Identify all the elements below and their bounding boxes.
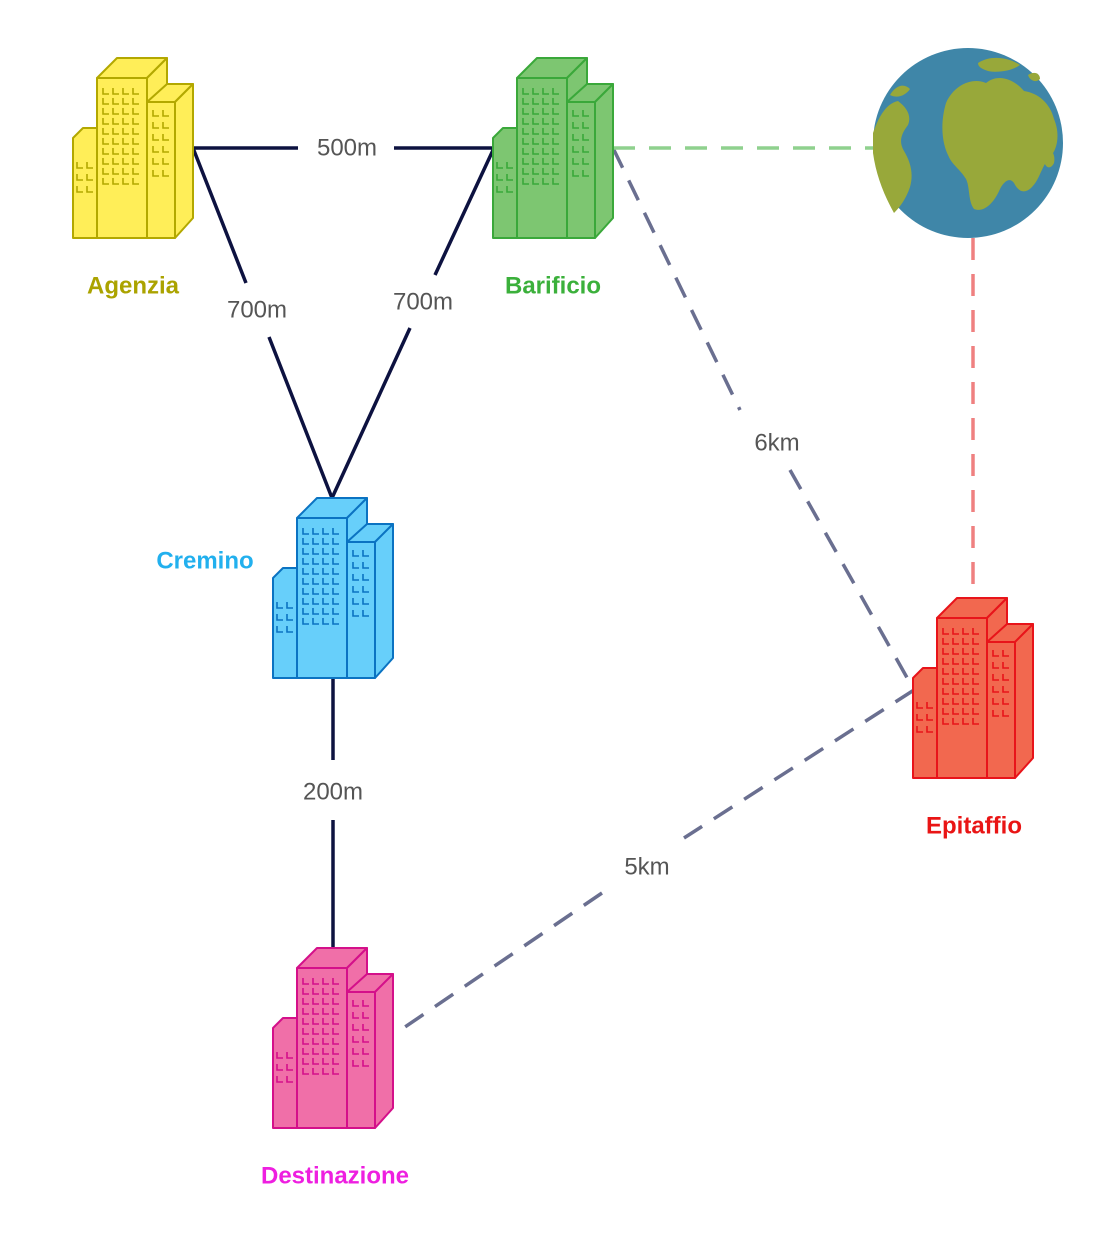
building-label-agenzia: Agenzia: [87, 272, 180, 299]
distance-label-epitaffio-destinazione: 5km: [624, 853, 669, 880]
links: [191, 146, 975, 1029]
building-label-cremino: Cremino: [156, 547, 253, 574]
building-label-barificio: Barificio: [505, 272, 601, 299]
building-cremino: Cremino: [156, 497, 394, 679]
link-epitaffio-destinazione: [404, 688, 915, 1029]
building-barificio: Barificio: [492, 57, 614, 299]
distance-label-cremino-destinazione: 200m: [303, 778, 363, 805]
building-agenzia: Agenzia: [72, 57, 194, 299]
link-barificio-epitaffio: [611, 147, 916, 691]
building-label-destinazione: Destinazione: [261, 1162, 409, 1189]
distance-label-agenzia-barificio: 500m: [317, 134, 377, 161]
building-icon: [492, 57, 614, 239]
link-barificio-cremino: [330, 147, 496, 499]
distance-label-barificio-epitaffio: 6km: [754, 429, 799, 456]
building-destinazione: Destinazione: [261, 947, 409, 1189]
globe-land: [873, 57, 1058, 213]
link-agenzia-cremino: [191, 147, 334, 499]
distance-label-agenzia-cremino: 700m: [227, 296, 287, 323]
building-icon: [72, 57, 194, 239]
building-icon: [912, 597, 1034, 779]
building-icon: [272, 497, 394, 679]
building-epitaffio: Epitaffio: [912, 597, 1034, 839]
building-label-epitaffio: Epitaffio: [926, 812, 1022, 839]
distance-labels: 500m 700m 700m 200m 6km 5km: [227, 134, 800, 880]
globe-icon: [873, 48, 1063, 238]
building-icon: [272, 947, 394, 1129]
distance-label-barificio-cremino: 700m: [393, 288, 453, 315]
